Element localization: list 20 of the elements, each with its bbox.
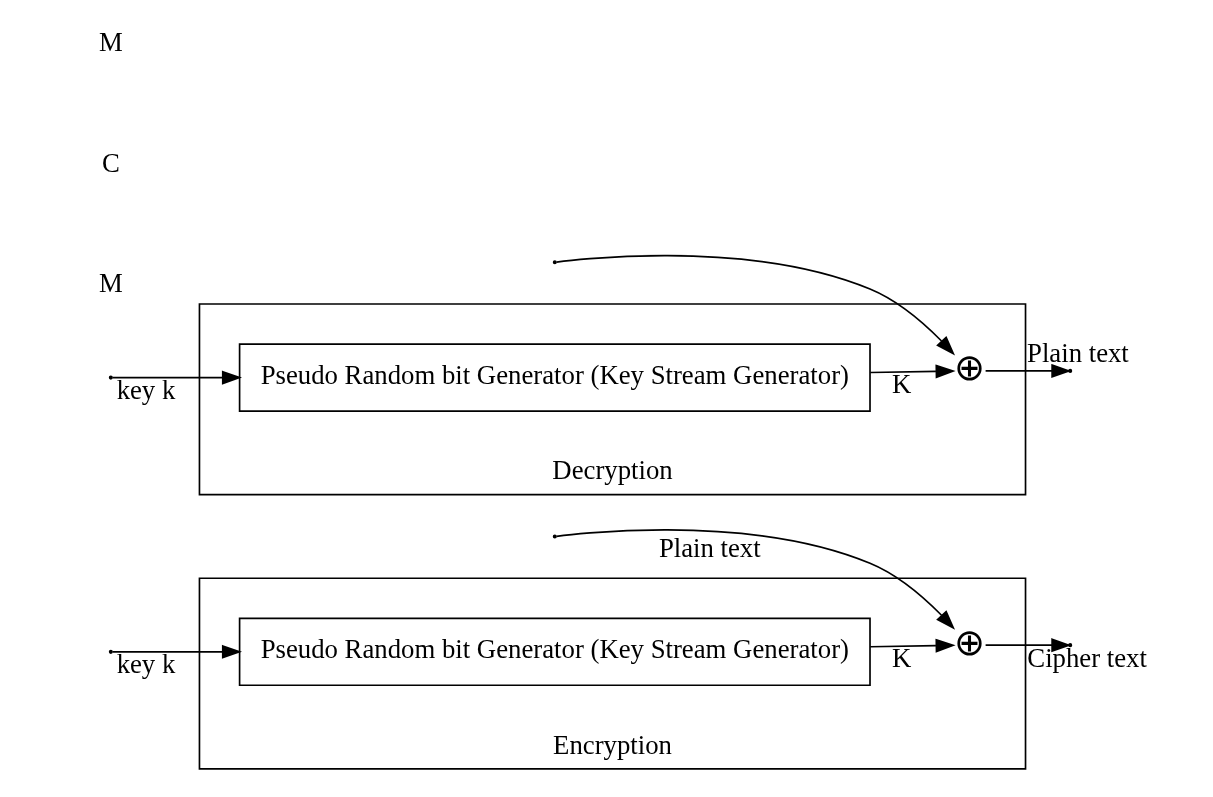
node-box: Pseudo Random bit Generator (Key Stream Generator) <box>238 617 871 687</box>
label: C <box>101 147 120 178</box>
arrow <box>111 644 242 659</box>
node-text: ⊕ <box>954 347 986 389</box>
arrow <box>111 370 242 385</box>
edge-label: key k <box>116 649 176 680</box>
edge-label: K <box>891 643 912 674</box>
label: M <box>98 27 123 58</box>
arrow <box>555 529 956 630</box>
edge-label: Cipher text <box>1027 642 1147 673</box>
arrow <box>555 254 956 356</box>
label: M <box>98 267 123 298</box>
arrow <box>869 638 956 653</box>
node-box: Pseudo Random bit Generator (Key Stream Generator) <box>238 343 871 412</box>
node-text: ⊕ <box>954 621 986 663</box>
edge-label: K <box>891 369 912 400</box>
edge-label: Plain text <box>658 533 761 564</box>
arrow <box>869 364 956 379</box>
edge-label: key k <box>116 375 176 405</box>
edge-label: Plain text <box>1027 338 1129 369</box>
